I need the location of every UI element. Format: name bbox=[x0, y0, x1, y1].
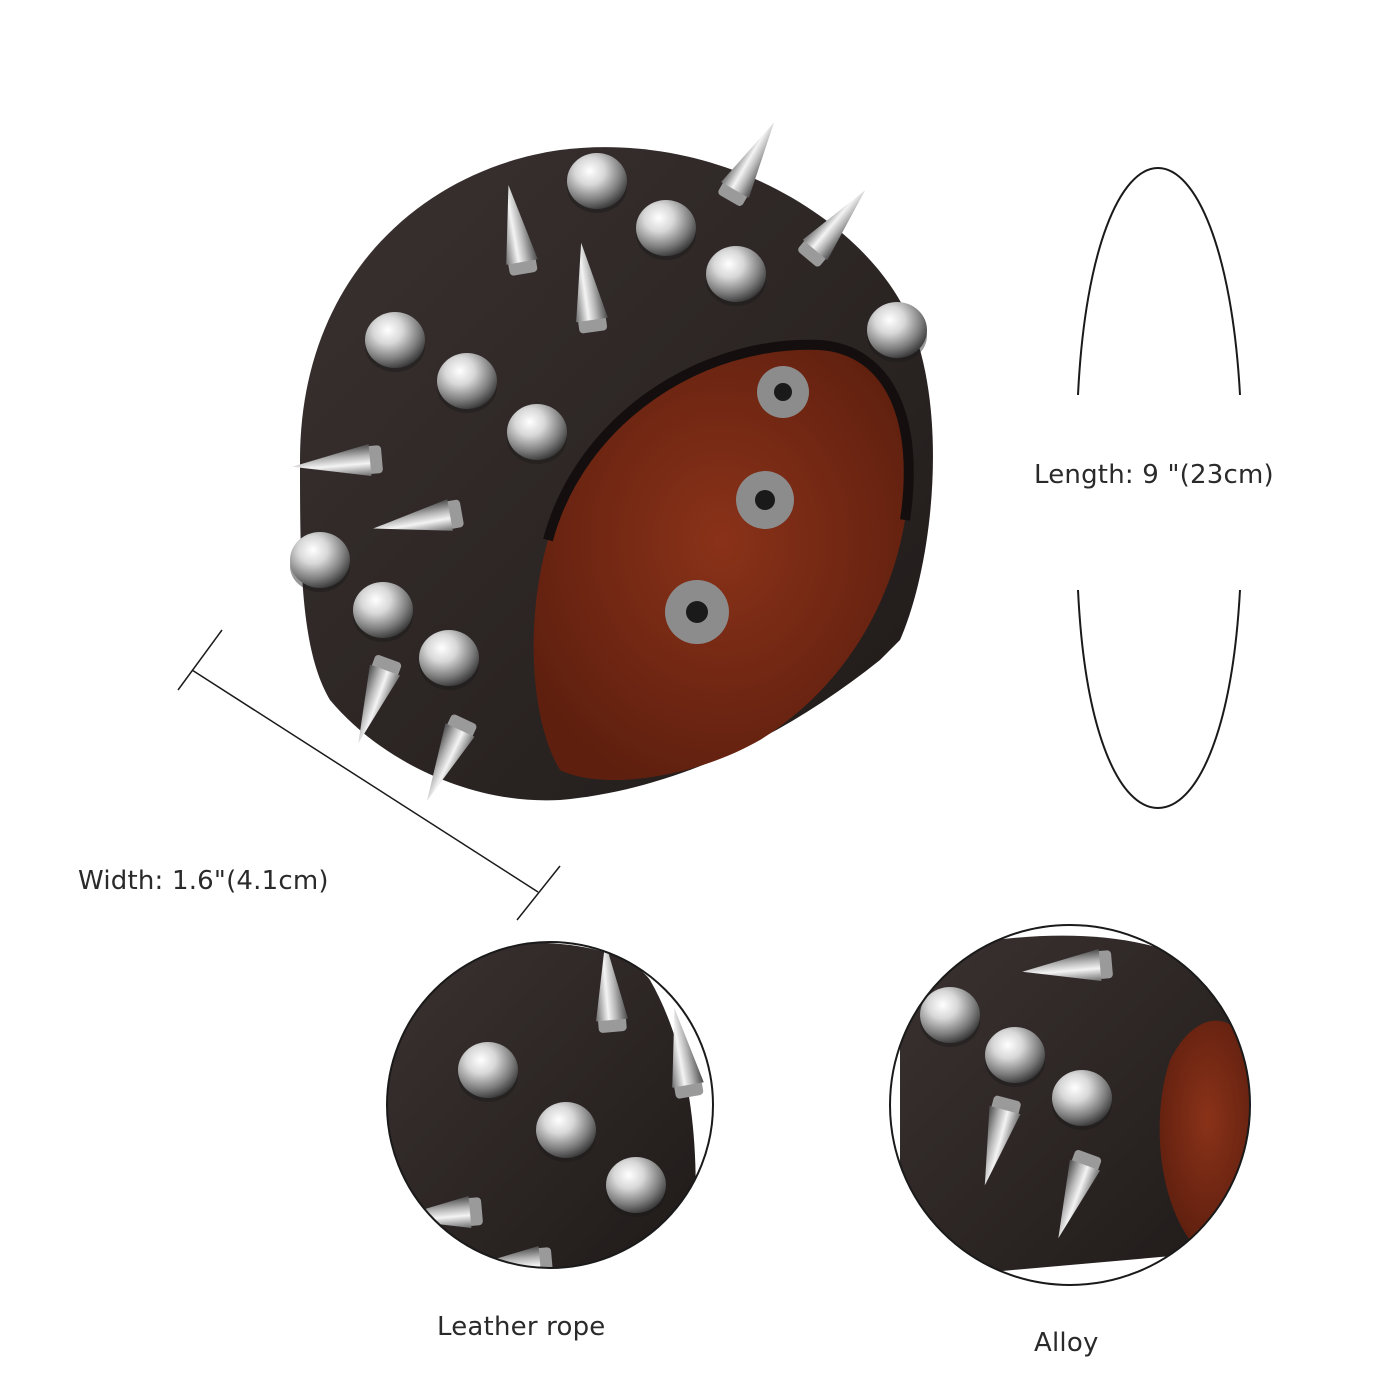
alloy-label: Alloy bbox=[1034, 1328, 1099, 1358]
width-label: Width: 1.6"(4.1cm) bbox=[78, 866, 329, 896]
alloy-detail-circle bbox=[889, 924, 1251, 1286]
width-dimension-line bbox=[177, 629, 561, 921]
length-ellipse-diagram bbox=[1077, 166, 1241, 810]
leather-detail-circle bbox=[386, 941, 714, 1269]
bracelet-suede-interior bbox=[533, 344, 909, 780]
length-label: Length: 9 "(23cm) bbox=[1034, 460, 1274, 490]
leather-rope-label: Leather rope bbox=[437, 1312, 606, 1342]
snap-rivet bbox=[665, 366, 809, 644]
bracelet-main-image bbox=[290, 114, 933, 808]
